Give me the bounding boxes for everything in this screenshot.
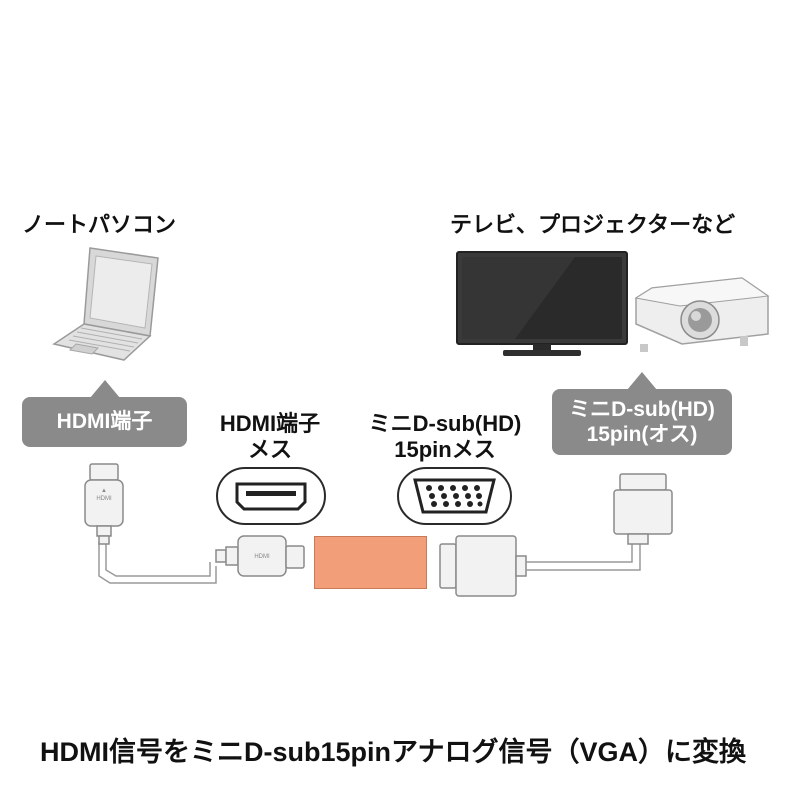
- vga-female-label-line1: ミニD-sub(HD): [368, 411, 522, 436]
- svg-text:HDMI: HDMI: [254, 554, 270, 560]
- svg-text:HDMI: HDMI: [96, 496, 112, 502]
- projector-illustration: [634, 277, 770, 352]
- hdmi-female-label: HDMI端子 メス: [195, 411, 345, 463]
- hdmi-plug-adapter: [215, 535, 305, 577]
- svg-text:▲: ▲: [101, 488, 107, 494]
- display-callout-pointer: [627, 372, 657, 390]
- tv-illustration: [456, 251, 628, 356]
- display-port-callout-line1: ミニD-sub(HD): [569, 398, 715, 421]
- hdmi-port-icon: [235, 482, 307, 511]
- vga-female-label-line2: 15pinメス: [394, 437, 496, 462]
- hdmi-plug-laptop: [84, 463, 124, 545]
- vga-female-port: [397, 467, 512, 525]
- laptop-illustration: [52, 247, 159, 361]
- adapter-body: [314, 536, 427, 589]
- caption: HDMI信号をミニD-sub15pinアナログ信号（VGA）に変換: [40, 737, 746, 767]
- vga-plug-display: [613, 473, 673, 545]
- hdmi-female-port: [216, 467, 326, 525]
- display-port-callout-line2: 15pin(オス): [586, 423, 698, 446]
- vga-female-label: ミニD-sub(HD) 15pinメス: [355, 411, 535, 463]
- hdmi-female-label-line2: メス: [247, 437, 292, 462]
- cable-diagram: ▲ HDMI HDMI: [84, 463, 673, 597]
- display-port-callout: ミニD-sub(HD) 15pin(オス): [552, 389, 732, 455]
- laptop-port-callout: HDMI端子: [22, 397, 187, 447]
- hdmi-cable-left: [98, 542, 217, 584]
- laptop-label: ノートパソコン: [22, 212, 177, 237]
- vga-cable-right: [526, 544, 641, 571]
- hdmi-female-label-line1: HDMI端子: [219, 411, 321, 436]
- display-label: テレビ、プロジェクターなど: [450, 212, 736, 237]
- vga-port-icon: [413, 478, 496, 514]
- laptop-callout-pointer: [90, 380, 120, 398]
- vga-plug-adapter: [439, 535, 527, 597]
